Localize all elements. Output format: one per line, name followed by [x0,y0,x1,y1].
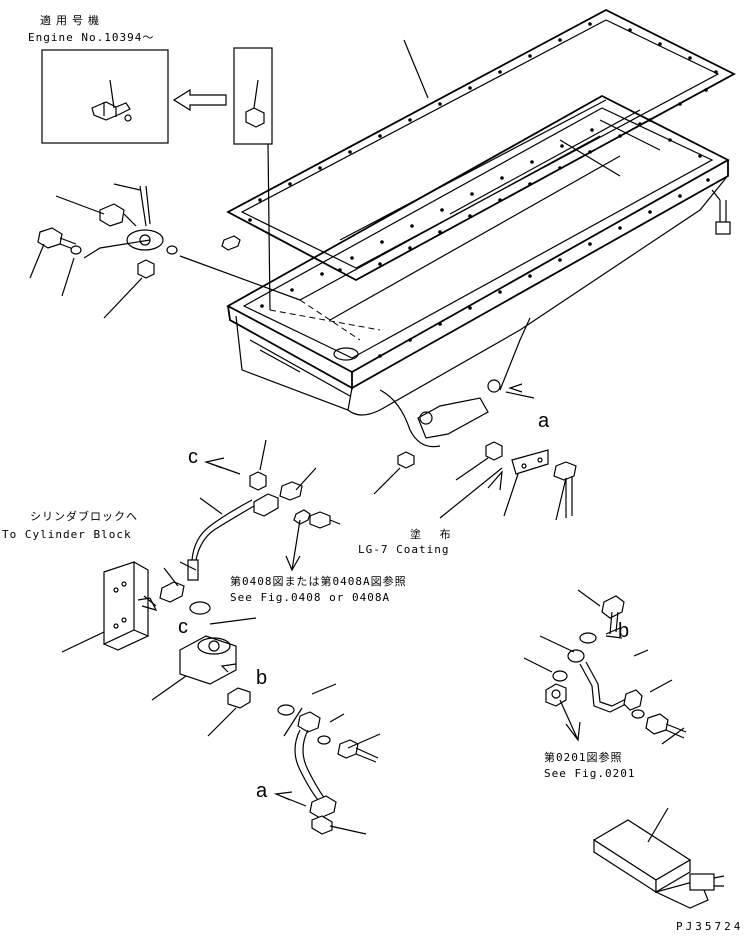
to-cylinder-block-label: To Cylinder Block [2,528,132,541]
filter-head-assembly [61,561,257,737]
mounting-plate [439,449,577,521]
suction-line [373,317,535,495]
marker-b-middle: b [256,667,268,689]
oil-pan [226,94,730,416]
oil-pan-gasket [226,8,736,282]
marker-a-lower: a [256,780,268,802]
engine-number-label: Engine No.10394～ [28,31,155,44]
oil-tube-right [523,589,687,745]
coating-label: LG-7 Coating [358,543,450,556]
fig-0201-jp-label: 第0201図参照 [544,751,623,764]
marker-c-upper: c [188,446,198,468]
to-cylinder-block-jp-label: シリンダブロックへ [30,510,138,523]
fig-0201-label: See Fig.0201 [544,767,636,780]
oil-tube-lower [273,683,381,835]
oil-strainer [592,807,725,909]
inset-arrow [172,88,227,112]
fig-0408-jp-label: 第0408図または第0408A図参照 [230,575,407,588]
drawing-number: PJ35724 [676,920,744,933]
coating-jp-label: 塗 布 [410,528,457,541]
sensor-cable [187,439,341,581]
pan-bolt-right [711,189,731,235]
drain-fittings [29,183,301,319]
marker-a-upper: a [538,410,550,432]
marker-b-right: b [618,620,630,642]
small-detail-box [233,47,273,311]
marker-c-lower: c [178,616,188,638]
fig-0408-label: See Fig.0408 or 0408A [230,591,391,604]
applicable-model-label: 適用号機 [40,14,104,27]
detail-inset [41,49,169,144]
